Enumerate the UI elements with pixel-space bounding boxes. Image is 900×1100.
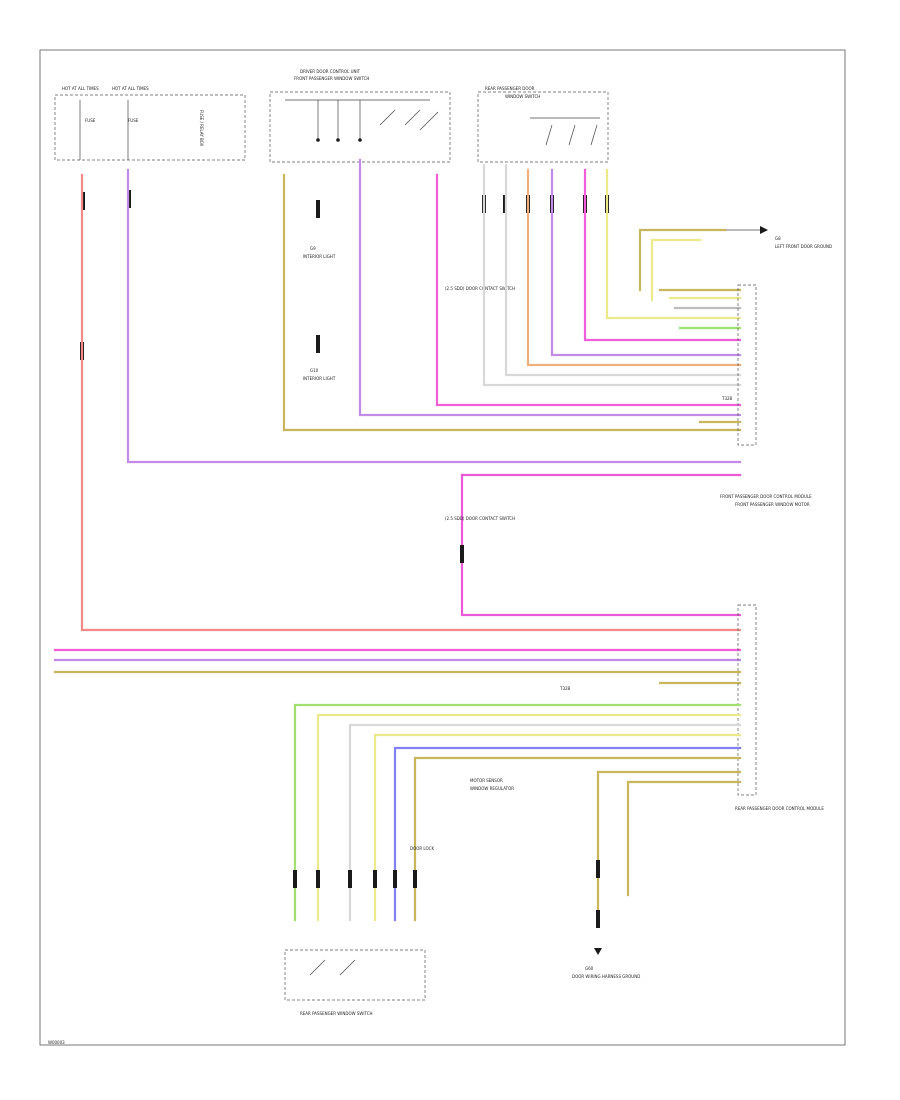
wire-blue-rear — [393, 746, 742, 922]
switch-lever — [590, 124, 598, 146]
door-lock-label: DOOR LOCK — [410, 846, 434, 851]
wire-violet-main — [358, 158, 742, 417]
wire-orange — [526, 168, 742, 367]
wire-code-mark — [293, 870, 297, 888]
ground-label: G9 — [310, 246, 316, 251]
fp-module-label: FRONT PASSENGER DOOR CONTROL MODULE — [720, 494, 812, 499]
wire-code-mark — [393, 870, 397, 888]
connector-ref: T32B — [559, 686, 571, 691]
ground-description: INTERIOR LIGHT — [303, 254, 336, 259]
switch-lever — [379, 109, 396, 126]
wire-white-b — [504, 163, 742, 377]
sensor-label: MOTOR SENSOR — [470, 778, 503, 783]
ground-label: G8 — [775, 236, 781, 241]
connector-ref: T32B — [721, 396, 733, 401]
contact-point — [316, 138, 320, 142]
wire-red-main — [80, 173, 742, 632]
fuse-box-outline — [54, 94, 246, 161]
ground-symbol — [760, 226, 768, 234]
wire-tan-rear — [413, 756, 742, 922]
switch-lever — [545, 124, 553, 146]
ground-description: INTERIOR LIGHT — [303, 376, 336, 381]
rear-switch-outline — [284, 949, 426, 1001]
diagram-border — [39, 49, 846, 1046]
footer-code: W00003 — [48, 1040, 65, 1045]
switch-lever — [404, 109, 421, 126]
wire-yellow-a — [605, 168, 742, 320]
wire-violet-b — [550, 168, 742, 357]
wire-tan-sensor — [596, 770, 742, 917]
splice-label: (2.5 SDD) DOOR CONTACT SWITCH — [445, 286, 515, 291]
switch-lever — [568, 124, 576, 146]
wire-white-rear — [348, 723, 742, 922]
ground-label: G10 — [310, 368, 319, 373]
wire-code-mark — [348, 870, 352, 888]
ground-label: G60 — [585, 966, 594, 971]
ground-wire-yellow — [650, 238, 702, 302]
contact-point — [336, 138, 340, 142]
rp-switch-outline — [477, 91, 609, 163]
wire-code-mark — [460, 545, 464, 563]
ground-symbol — [594, 948, 602, 955]
wire-violet-long — [126, 168, 742, 464]
contact-point — [358, 138, 362, 142]
switch-lever — [309, 959, 326, 976]
wire-code-mark — [316, 870, 320, 888]
wire-white-a — [482, 163, 742, 387]
wire-pink-b — [583, 168, 742, 342]
wire-pink-main — [435, 173, 742, 407]
fp-switch-subtitle: FRONT PASSENGER WINDOW SWITCH — [294, 76, 369, 81]
ground-description: DOOR WIRING HARNESS GROUND — [572, 974, 640, 979]
wire-yellow-rear — [316, 713, 742, 922]
wire-tan-main — [282, 173, 742, 432]
window-regulator-label: WINDOW REGULATOR — [470, 786, 514, 791]
switch-lever — [419, 111, 439, 131]
fp-window-motor-label: FRONT PASSENGER WINDOW MOTOR — [735, 502, 810, 507]
wire-code-mark — [596, 910, 600, 928]
rear-module-label: REAR PASSENGER DOOR CONTROL MODULE — [735, 806, 824, 811]
fp-switch-title: DRIVER DOOR CONTROL UNIT — [300, 69, 361, 74]
rear-module-connector — [737, 604, 757, 796]
rp-switch-subtitle: WINDOW SWITCH — [505, 94, 540, 99]
wire-green-rear — [293, 703, 742, 922]
ground-wire-tan — [638, 228, 727, 292]
fp-module-connector — [737, 284, 757, 446]
fuse-box-label: FUSE / RELAY BOX — [199, 110, 204, 147]
wire-code-mark — [316, 335, 320, 353]
ground-description: LEFT FRONT DOOR GROUND — [775, 244, 832, 249]
splice-label: (2.5 SDD) DOOR CONTACT SWITCH — [445, 516, 515, 521]
wire-yellow-rear-b — [373, 733, 742, 922]
hot-at-all-times-label: HOT AT ALL TIMES — [112, 86, 149, 91]
wire-magenta-splice — [460, 473, 742, 617]
wire-code-mark — [413, 870, 417, 888]
wire-code-mark — [316, 200, 320, 218]
switch-lever — [339, 959, 356, 976]
wire-code-mark — [373, 870, 377, 888]
fuse-label: FUSE — [128, 118, 139, 123]
wire-code-mark — [596, 860, 600, 878]
fuse-label: FUSE — [85, 118, 96, 123]
rp-switch-title: REAR PASSENGER DOOR — [485, 86, 535, 91]
wire-tan-sensor-b — [626, 780, 742, 897]
hot-at-all-times-label: HOT AT ALL TIMES — [62, 86, 99, 91]
rear-switch-label: REAR PASSENGER WINDOW SWITCH — [300, 1011, 373, 1016]
